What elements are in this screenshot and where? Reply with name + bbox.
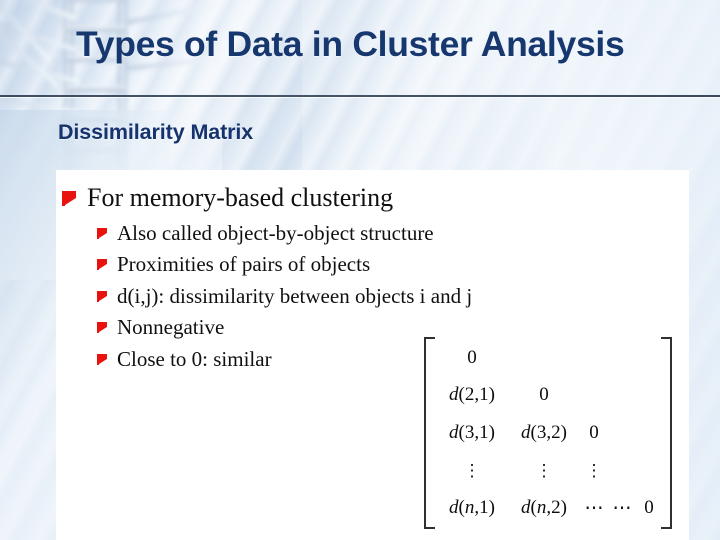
matrix-cell-value: ⋯	[584, 497, 604, 519]
matrix-cell: ⋮	[580, 460, 608, 480]
matrix-cell-value: ⋮	[535, 460, 553, 480]
list-item: Close to 0: similar	[97, 346, 642, 372]
content-panel	[56, 170, 689, 540]
bullet-flag-icon	[97, 353, 108, 365]
bullet-flag-icon	[97, 227, 108, 239]
matrix-cell: ⋯	[580, 497, 608, 520]
matrix-cell-function: d	[521, 421, 531, 443]
matrix-cell: ⋯	[608, 497, 636, 520]
matrix-cell-value: 0	[644, 497, 654, 519]
title-band: Types of Data in Cluster Analysis	[0, 0, 720, 96]
matrix-cell: ⋮	[508, 460, 580, 480]
matrix-cell: 0	[436, 347, 508, 369]
matrix-cell: ⋮	[436, 460, 508, 480]
bullet-flag-icon	[97, 290, 108, 302]
matrix-cell-value: (n,1)	[458, 497, 495, 519]
list-item-label: Proximities of pairs of objects	[117, 252, 371, 277]
matrix-cell: d(3,2)	[508, 422, 580, 444]
bullet-list: For memory-based clustering Also called …	[62, 182, 642, 377]
bullet-flag-icon	[62, 191, 77, 206]
matrix-cell-value: (3,1)	[458, 421, 495, 443]
matrix-cell: d(n,2)	[508, 497, 580, 519]
matrix-cell: d(3,1)	[436, 422, 508, 444]
list-item-label: For memory-based clustering	[87, 183, 394, 212]
title-divider	[0, 95, 720, 97]
matrix-cell-value: (3,2)	[530, 421, 567, 443]
matrix-cell-function: d	[449, 384, 459, 406]
matrix-cell-value: 0	[589, 421, 599, 443]
list-item-label: d(i,j): dissimilarity between objects i …	[117, 283, 473, 308]
list-item: For memory-based clustering	[62, 182, 642, 214]
matrix-cell-value: ⋯	[612, 497, 632, 519]
matrix-cell: 0	[636, 497, 662, 519]
matrix-cell-value: ⋮	[585, 460, 603, 480]
matrix-cell-function: d	[449, 421, 459, 443]
matrix-cell-value: ⋮	[463, 460, 481, 480]
matrix-cell-value: 0	[539, 384, 549, 406]
matrix-cell: d(2,1)	[436, 384, 508, 406]
matrix-cell-value: 0	[467, 346, 477, 368]
matrix-cell: 0	[580, 422, 608, 444]
matrix-right-bracket	[661, 337, 672, 529]
list-item: d(i,j): dissimilarity between objects i …	[97, 283, 642, 309]
page-title: Types of Data in Cluster Analysis	[76, 24, 625, 64]
bullet-flag-icon	[97, 322, 108, 334]
matrix-cell-function: d	[449, 497, 459, 519]
bullet-flag-icon	[97, 259, 108, 271]
matrix-cell-value: (2,1)	[458, 384, 495, 406]
matrix-left-bracket	[424, 337, 435, 529]
matrix-cell: d(n,1)	[436, 497, 508, 519]
list-item-label: Nonnegative	[117, 315, 225, 340]
list-item: Nonnegative	[97, 314, 642, 340]
list-item: Proximities of pairs of objects	[97, 251, 642, 277]
list-item: Also called object-by-object structure	[97, 220, 642, 246]
section-subtitle: Dissimilarity Matrix	[58, 120, 254, 144]
title-divider-highlight	[0, 97, 720, 98]
matrix-cell-function: d	[521, 497, 531, 519]
list-item-label: Also called object-by-object structure	[117, 220, 434, 245]
matrix-cell-value: (n,2)	[530, 497, 567, 519]
list-item-label: Close to 0: similar	[117, 346, 272, 371]
matrix-cell: 0	[508, 384, 580, 406]
